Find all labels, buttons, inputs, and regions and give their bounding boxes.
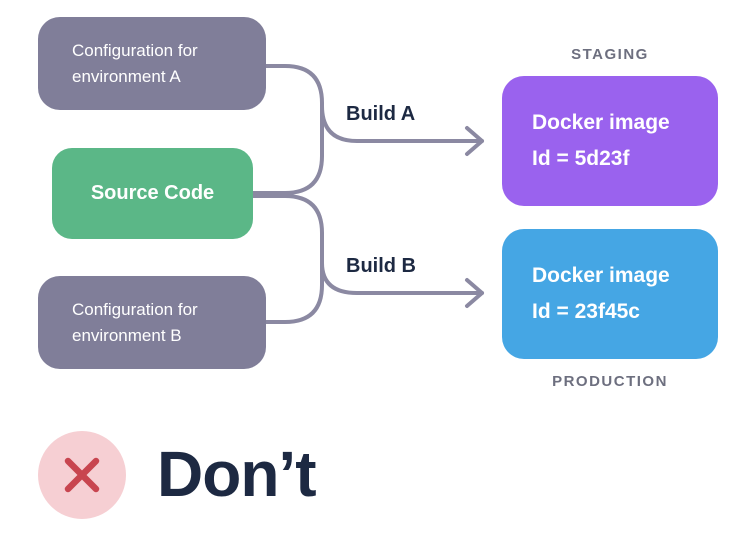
dont-badge — [38, 431, 126, 519]
config-b-line-2: environment B — [72, 325, 182, 345]
staging-label: STAGING — [571, 46, 649, 63]
dont-label: Don’t — [157, 438, 316, 510]
docker-image-a-id: Id = 5d23f — [532, 147, 630, 170]
config-a-line-2: environment A — [72, 66, 181, 86]
docker-image-a-node: Docker image Id = 5d23f — [502, 76, 718, 206]
production-label: PRODUCTION — [552, 373, 668, 390]
build-b-label: Build B — [346, 255, 416, 277]
connector-source-a — [251, 104, 324, 195]
connector-config-b — [264, 261, 324, 324]
docker-image-a-title: Docker image — [532, 111, 670, 134]
config-a-node: Configuration for environment A — [38, 17, 266, 110]
source-code-node: Source Code — [52, 148, 253, 239]
build-a-label: Build A — [346, 103, 416, 125]
docker-image-b-id: Id = 23f45c — [532, 300, 640, 323]
config-b-line-1: Configuration for — [72, 299, 198, 319]
arrow-build-b — [320, 261, 484, 295]
docker-image-b-title: Docker image — [532, 264, 670, 287]
x-icon — [64, 457, 100, 493]
arrow-build-a — [320, 104, 484, 143]
arrowhead-build-b — [465, 278, 484, 308]
config-a-line-1: Configuration for — [72, 40, 198, 60]
connector-config-a — [264, 64, 324, 108]
connector-source-b — [251, 194, 324, 265]
config-b-node: Configuration for environment B — [38, 276, 266, 369]
docker-image-b-node: Docker image Id = 23f45c — [502, 229, 718, 359]
arrowhead-build-a — [465, 126, 484, 156]
source-code-label: Source Code — [90, 182, 215, 204]
